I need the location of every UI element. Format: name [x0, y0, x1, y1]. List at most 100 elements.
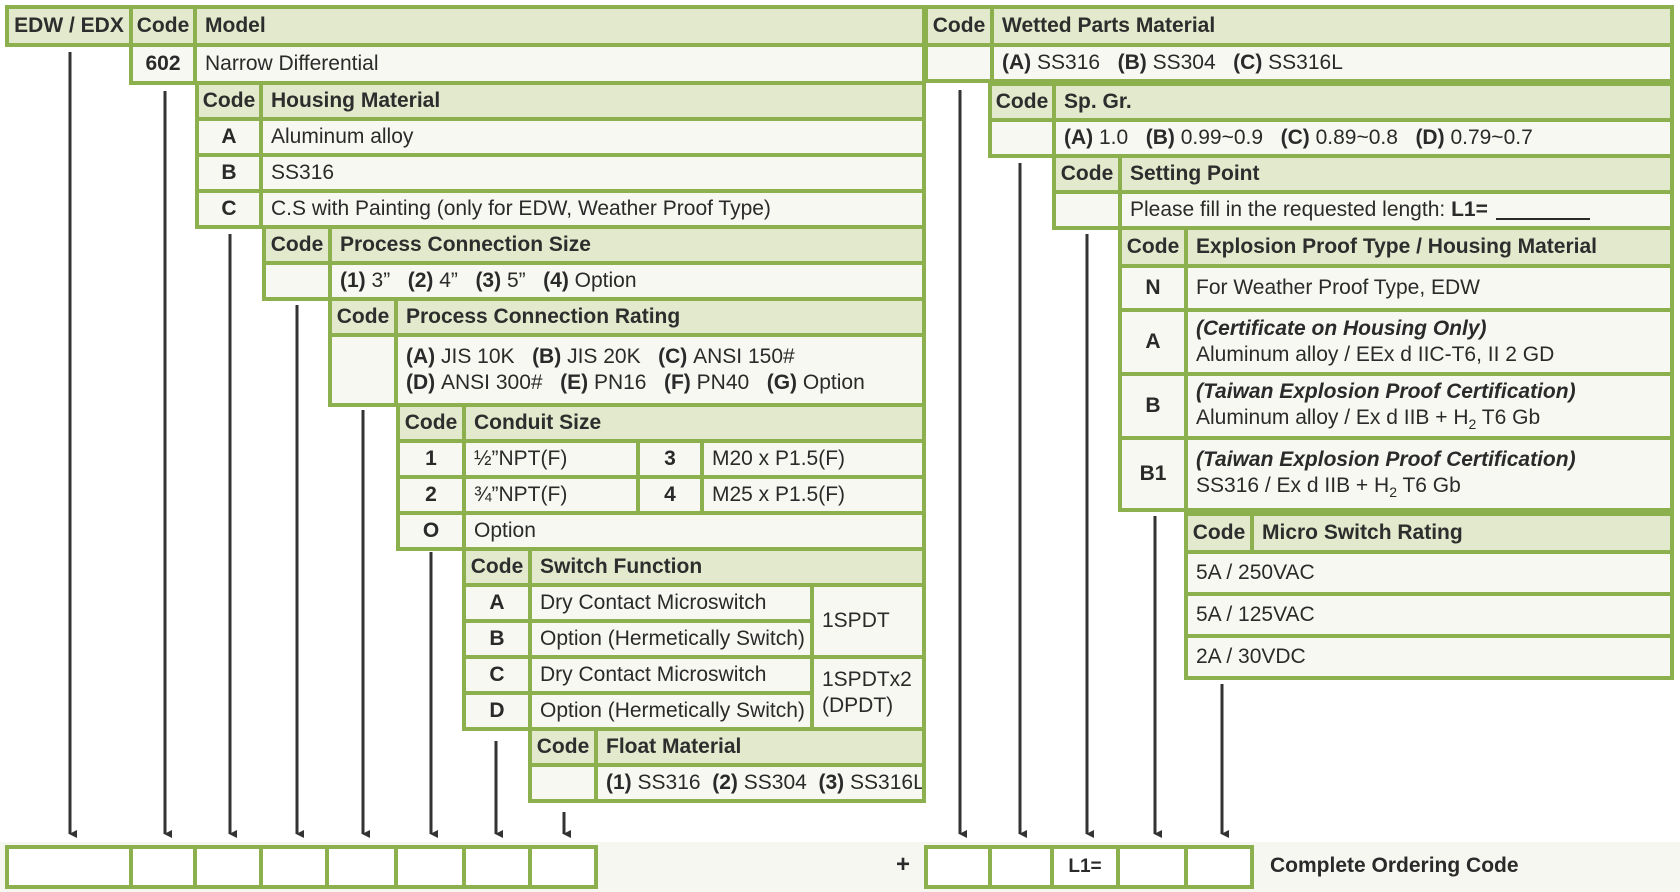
pc-size-title: Process Connection Size: [328, 225, 926, 265]
pc-rating-line-1: (A) JIS 10K (B) JIS 20K (C) ANSI 150#: [406, 344, 795, 370]
spgr-opt-label: (C): [1280, 125, 1310, 149]
housing-code-c: C: [195, 189, 263, 229]
spgr-options: (A) 1.0 (B) 0.99~0.9 (C) 0.89~0.8 (D) 0.…: [1052, 118, 1674, 158]
micro-code-label: Code: [1184, 512, 1254, 554]
pc-rating-line-2: (D) ANSI 300# (E) PN16 (F) PN40 (G) Opti…: [406, 370, 865, 396]
conduit-code-3: 3: [636, 439, 704, 479]
conduit-code-label: Code: [396, 403, 466, 443]
explosion-text-n: For Weather Proof Type, EDW: [1184, 264, 1674, 312]
wetted-opt-label: (C): [1233, 50, 1263, 74]
pc-rating-opt-text: ANSI 300#: [441, 371, 543, 394]
order-box-series[interactable]: [5, 845, 133, 889]
order-box-explosion[interactable]: [1116, 845, 1188, 889]
explosion-b1-cert: (Taiwan Explosion Proof Certification): [1196, 447, 1576, 471]
conduit-title: Conduit Size: [462, 403, 926, 443]
conduit-code-2: 2: [396, 475, 466, 515]
float-title: Float Material: [594, 727, 926, 767]
housing-code-b: B: [195, 153, 263, 193]
float-code-label: Code: [528, 727, 598, 767]
spgr-opt-label: (A): [1064, 125, 1094, 149]
explosion-a-cert: (Certificate on Housing Only): [1196, 316, 1487, 340]
pc-rating-opt-text: Option: [802, 371, 865, 394]
order-box-housing[interactable]: [193, 845, 263, 889]
spgr-opt-text: 0.79~0.7: [1450, 125, 1533, 149]
switch-code-c: C: [462, 655, 532, 695]
explosion-code-a: A: [1118, 308, 1188, 376]
wetted-opt-text: SS316: [1037, 50, 1101, 74]
pc-size-opt-label: (3): [475, 268, 502, 292]
pc-size-opt-label: (2): [407, 268, 434, 292]
order-box-spgr[interactable]: [988, 845, 1054, 889]
pc-rating-opt-label: (E): [560, 371, 589, 394]
housing-code-a: A: [195, 117, 263, 157]
setting-l1-label: L1=: [1451, 197, 1488, 221]
switch-text-a: Dry Contact Microswitch: [528, 583, 814, 623]
pc-rating-opt-label: (B): [532, 344, 562, 368]
model-code: 602: [129, 43, 197, 85]
housing-title: Housing Material: [259, 81, 926, 121]
pc-rating-opt-label: (A): [406, 344, 436, 368]
setting-l1-blank: [1495, 200, 1590, 220]
pc-rating-opt-label: (C): [658, 344, 688, 368]
order-box-model[interactable]: [129, 845, 197, 889]
conduit-code-1: 1: [396, 439, 466, 479]
explosion-a-spec: Aluminum alloy / EEx d IIC-T6, II 2 GD: [1196, 343, 1555, 366]
spgr-title: Sp. Gr.: [1052, 82, 1674, 122]
order-box-float[interactable]: [528, 845, 598, 889]
switch-text-c: Dry Contact Microswitch: [528, 655, 814, 695]
switch-code-a: A: [462, 583, 532, 623]
pc-size-opt-text: 4”: [439, 268, 458, 292]
wetted-opt-text: SS316L: [1268, 50, 1343, 74]
order-box-pc-rating[interactable]: [325, 845, 398, 889]
explosion-b-spec-post: T6 Gb: [1476, 405, 1541, 429]
order-box-pc-size[interactable]: [259, 845, 329, 889]
pc-rating-opt-label: (G): [766, 371, 798, 394]
float-options: (1) SS316 (2) SS304 (3) SS316L: [594, 763, 926, 803]
order-box-wetted[interactable]: [924, 845, 992, 889]
micro-row-2: 5A / 125VAC: [1184, 592, 1674, 638]
pc-rating-opt-text: PN16: [593, 371, 647, 394]
pc-size-opt-text: 5”: [506, 268, 526, 292]
explosion-b1-spec-sub: 2: [1389, 483, 1397, 500]
switch-group-dpdt-line1: 1SPDTx2: [822, 667, 912, 691]
setting-title: Setting Point: [1118, 154, 1674, 194]
wetted-code-blank: [924, 43, 994, 83]
float-opt-label: (3): [818, 770, 845, 794]
spgr-code-blank: [988, 118, 1056, 158]
explosion-b1-spec-post: T6 Gb: [1396, 473, 1461, 497]
setting-text-cell: Please fill in the requested length: L1=: [1118, 190, 1674, 230]
explosion-b-cert: (Taiwan Explosion Proof Certification): [1196, 379, 1576, 403]
housing-text-b: SS316: [259, 153, 926, 193]
pc-size-opt-label: (4): [543, 268, 569, 292]
float-opt-label: (1): [606, 770, 632, 794]
wetted-title: Wetted Parts Material: [990, 5, 1674, 47]
micro-row-3: 2A / 30VDC: [1184, 634, 1674, 680]
series-label: EDW / EDX: [5, 5, 133, 47]
pc-size-options: (1) 3” (2) 4” (3) 5” (4) Option: [328, 261, 926, 301]
spgr-opt-text: 1.0: [1099, 125, 1129, 149]
spgr-code-label: Code: [988, 82, 1056, 122]
pc-rating-code-label: Code: [328, 297, 398, 337]
pc-rating-opt-text: ANSI 150#: [693, 344, 795, 368]
spgr-opt-text: 0.89~0.8: [1315, 125, 1398, 149]
float-code-blank: [528, 763, 598, 803]
order-box-micro[interactable]: [1184, 845, 1254, 889]
order-box-conduit[interactable]: [394, 845, 466, 889]
explosion-text-a: (Certificate on Housing Only) Aluminum a…: [1184, 308, 1674, 376]
switch-group-1spdt: 1SPDT: [810, 583, 926, 659]
micro-row-1: 5A / 250VAC: [1184, 550, 1674, 596]
switch-text-d: Option (Hermetically Switch): [528, 691, 814, 731]
explosion-code-b: B: [1118, 372, 1188, 440]
pc-size-code-blank: [262, 261, 332, 301]
wetted-code-label: Code: [924, 5, 994, 47]
order-box-switch[interactable]: [462, 845, 532, 889]
explosion-b1-spec: SS316 / Ex d IIB + H2 T6 Gb: [1196, 473, 1461, 502]
pc-rating-opt-text: JIS 20K: [567, 344, 641, 368]
float-opt-text: SS304: [743, 770, 807, 794]
float-opt-text: SS316: [637, 770, 701, 794]
switch-code-b: B: [462, 619, 532, 659]
wetted-options: (A) SS316 (B) SS304 (C) SS316L: [990, 43, 1674, 83]
explosion-b-spec-pre: Aluminum alloy / Ex d IIB + H: [1196, 405, 1469, 429]
switch-group-dpdt: 1SPDTx2 (DPDT): [810, 655, 926, 731]
order-box-l1[interactable]: L1=: [1050, 845, 1120, 889]
